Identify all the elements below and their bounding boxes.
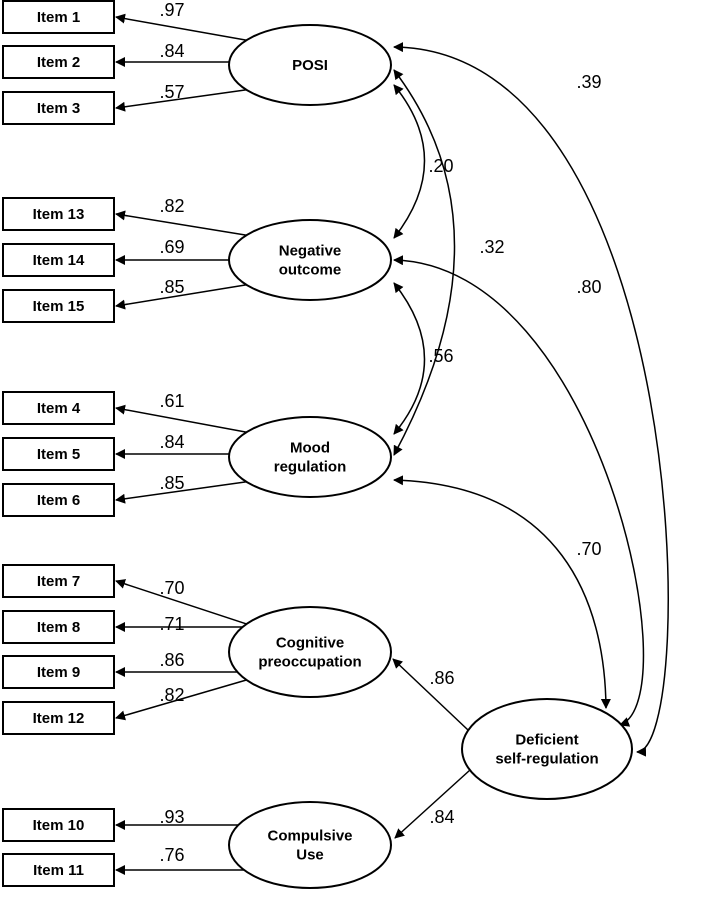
indicator-label: Item 7 <box>37 573 80 590</box>
path-coefficient: .86 <box>429 668 454 688</box>
factor-label: Negative <box>279 243 342 260</box>
loading-value: .61 <box>159 391 184 411</box>
indicator-box: Item 12 <box>2 701 115 735</box>
correlation-value: .39 <box>576 72 601 92</box>
indicator-label: Item 2 <box>37 54 80 71</box>
factor-label: Mood <box>290 440 330 457</box>
indicator-label: Item 3 <box>37 100 80 117</box>
correlation-value: .20 <box>428 156 453 176</box>
correlation-arrow <box>393 282 426 435</box>
indicator-label: Item 1 <box>37 9 80 26</box>
loading-arrow <box>115 13 247 41</box>
correlation-value: .80 <box>576 277 601 297</box>
correlation-value: .56 <box>428 346 453 366</box>
factor-label: POSI <box>292 57 328 74</box>
structural-path-arrow <box>394 769 471 839</box>
loading-value: .85 <box>159 473 184 493</box>
correlation-arrow <box>393 255 645 727</box>
factor-neg: Negative outcome <box>228 219 392 301</box>
indicator-label: Item 9 <box>37 664 80 681</box>
indicator-box: Item 14 <box>2 243 115 277</box>
indicator-box: Item 3 <box>2 91 115 125</box>
indicator-box: Item 1 <box>2 0 115 34</box>
correlation-arrow <box>393 475 611 709</box>
indicator-label: Item 13 <box>33 206 85 223</box>
loading-value: .97 <box>159 0 184 20</box>
loading-arrow <box>115 404 247 433</box>
indicator-label: Item 5 <box>37 446 80 463</box>
loading-arrow <box>115 210 247 236</box>
loading-value: .84 <box>159 432 184 452</box>
factor-label: Deficient <box>515 732 578 749</box>
indicator-label: Item 15 <box>33 298 85 315</box>
factor-label: Compulsive <box>267 828 352 845</box>
factor-label: regulation <box>274 459 347 476</box>
loading-value: .71 <box>159 614 184 634</box>
loading-value: .70 <box>159 578 184 598</box>
indicator-box: Item 7 <box>2 564 115 598</box>
indicator-label: Item 6 <box>37 492 80 509</box>
factor-dsr: Deficient self-regulation <box>461 698 633 800</box>
loading-value: .82 <box>159 196 184 216</box>
loading-value: .82 <box>159 685 184 705</box>
indicator-label: Item 10 <box>33 817 85 834</box>
indicator-box: Item 9 <box>2 655 115 689</box>
correlation-arrow <box>393 84 426 239</box>
loading-arrow <box>115 579 248 625</box>
loading-value: .93 <box>159 807 184 827</box>
indicator-box: Item 13 <box>2 197 115 231</box>
loading-arrow <box>115 481 247 504</box>
indicator-box: Item 11 <box>2 853 115 887</box>
correlation-arrow <box>393 42 669 757</box>
loading-arrow <box>115 284 247 310</box>
paths-layer <box>115 13 669 875</box>
correlation-value: .70 <box>576 539 601 559</box>
indicator-box: Item 6 <box>2 483 115 517</box>
indicator-box: Item 4 <box>2 391 115 425</box>
indicator-box: Item 15 <box>2 289 115 323</box>
path-coefficient: .84 <box>429 807 454 827</box>
loading-value: .57 <box>159 82 184 102</box>
indicator-box: Item 2 <box>2 45 115 79</box>
loading-arrow <box>115 89 247 112</box>
indicator-box: Item 8 <box>2 610 115 644</box>
indicator-label: Item 14 <box>33 252 85 269</box>
loading-arrow <box>115 679 248 721</box>
coefficients-layer: .97 .84 .57 .82 .69 .85 .61 .84 .85 .70 .71 .86 .82.… <box>159 0 601 865</box>
loading-value: .76 <box>159 845 184 865</box>
factor-label: Use <box>296 847 324 864</box>
loading-value: .84 <box>159 41 184 61</box>
indicator-label: Item 11 <box>33 862 84 879</box>
loading-value: .85 <box>159 277 184 297</box>
indicator-label: Item 4 <box>37 400 81 417</box>
factor-label: self-regulation <box>495 751 598 768</box>
indicator-box: Item 5 <box>2 437 115 471</box>
factor-label: Cognitive <box>276 635 344 652</box>
factor-posi: POSI <box>228 24 392 106</box>
factor-cog: Cognitive preoccupation <box>228 606 392 698</box>
factor-label: outcome <box>279 262 342 279</box>
loading-value: .69 <box>159 237 184 257</box>
loading-value: .86 <box>159 650 184 670</box>
correlation-value: .32 <box>479 237 504 257</box>
correlation-arrow <box>393 69 456 456</box>
indicators-layer: Item 1 Item 2 Item 3 Item 13 Item 14 Item 15 I… <box>2 0 115 887</box>
indicator-label: Item 12 <box>33 710 85 727</box>
indicator-label: Item 8 <box>37 619 80 636</box>
factor-label: preoccupation <box>258 654 361 671</box>
indicator-box: Item 10 <box>2 808 115 842</box>
factor-mood: Mood regulation <box>228 416 392 498</box>
